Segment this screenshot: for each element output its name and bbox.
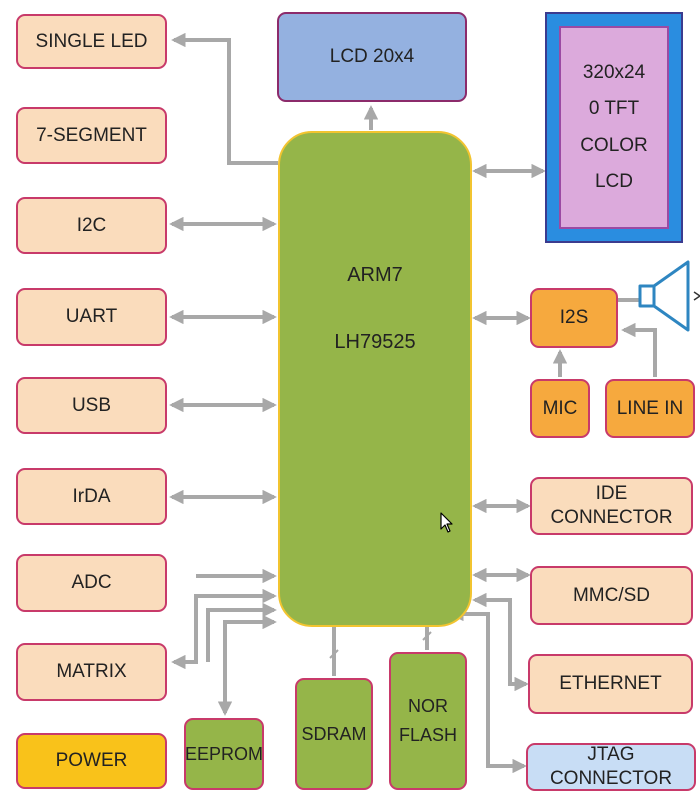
cpu-model: LH79525 <box>334 331 416 353</box>
uart-block: UART <box>16 288 167 346</box>
seven-segment-label: 7-SEGMENT <box>36 124 147 146</box>
irda-label: IrDA <box>72 485 111 507</box>
ethernet-block: ETHERNET <box>528 654 693 714</box>
arrow-line-in <box>621 322 657 377</box>
i2c-label: I2C <box>76 214 107 236</box>
uart-label: UART <box>65 306 118 328</box>
line-in-label: LINE IN <box>616 397 684 419</box>
nor-label: NOR <box>408 696 448 717</box>
tft-line-3: COLOR <box>580 134 648 156</box>
arrow-matrix-2 <box>206 602 277 662</box>
matrix-block: MATRIX <box>16 643 167 701</box>
eeprom-block: EEPROM <box>184 718 264 790</box>
adc-block: ADC <box>16 554 167 612</box>
tft-line-2: 0 TFT <box>588 98 640 120</box>
single-led-label: SINGLE LED <box>35 30 148 52</box>
nor-flash-block: NOR FLASH <box>389 652 467 790</box>
lcd-20x4-block: LCD 20x4 <box>277 12 467 102</box>
sdram-block: SDRAM <box>295 678 373 790</box>
mouse-cursor-icon <box>440 512 453 533</box>
speaker-icon <box>638 260 700 332</box>
eeprom-label: EEPROM <box>185 743 264 764</box>
seven-segment-block: 7-SEGMENT <box>16 107 167 164</box>
flash-label: FLASH <box>398 725 458 745</box>
matrix-label: MATRIX <box>56 661 127 683</box>
jtag-connector-label: JTAG CONNECTOR <box>549 744 673 789</box>
single-led-block: SINGLE LED <box>16 14 167 69</box>
tft-lcd-inner: 320x24 0 TFT COLOR LCD <box>559 26 669 229</box>
ide-connector-block: IDE CONNECTOR <box>530 477 693 535</box>
line-in-block: LINE IN <box>605 379 695 438</box>
mmc-sd-label: MMC/SD <box>572 584 651 606</box>
arrow-matrix-1 <box>171 588 277 670</box>
tft-line-4: LCD <box>594 170 633 192</box>
i2s-label: I2S <box>559 307 589 329</box>
power-block: POWER <box>16 733 167 789</box>
irda-block: IrDA <box>16 468 167 525</box>
adc-label: ADC <box>71 572 112 594</box>
tft-color-lcd-block: 320x24 0 TFT COLOR LCD <box>545 12 683 243</box>
power-label: POWER <box>55 750 128 772</box>
mic-block: MIC <box>530 379 590 438</box>
mic-label: MIC <box>542 397 578 419</box>
arrow-jtag <box>449 606 527 774</box>
ide-connector-label: IDE CONNECTOR <box>550 483 673 528</box>
arm7-cpu-block: ARM7 LH79525 <box>278 131 472 627</box>
usb-block: USB <box>16 377 167 434</box>
usb-label: USB <box>71 394 112 416</box>
arrow-eeprom <box>217 614 277 716</box>
mmc-sd-block: MMC/SD <box>530 566 693 625</box>
i2s-block: I2S <box>530 288 618 348</box>
jtag-connector-block: JTAG CONNECTOR <box>526 743 696 791</box>
cpu-name: ARM7 <box>347 264 403 286</box>
i2c-block: I2C <box>16 197 167 254</box>
sdram-label: SDRAM <box>301 723 367 744</box>
ethernet-label: ETHERNET <box>559 673 662 695</box>
tft-line-1: 320x24 <box>582 62 646 84</box>
lcd-20x4-label: LCD 20x4 <box>329 46 415 68</box>
arrow-single-led <box>171 32 278 165</box>
